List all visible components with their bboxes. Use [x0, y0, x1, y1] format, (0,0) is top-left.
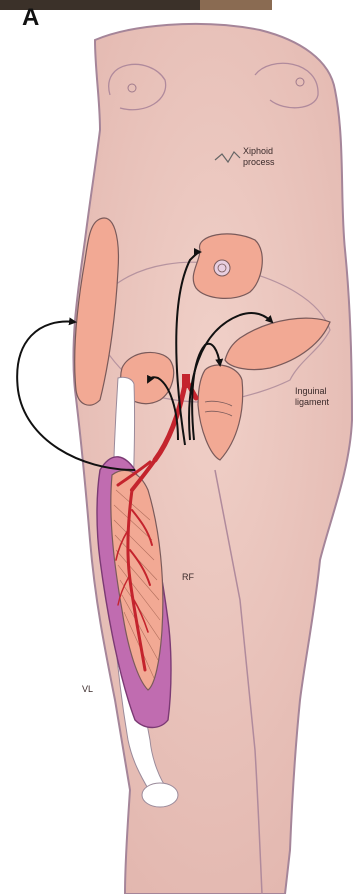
xiphoid-label: Xiphoid process [243, 146, 275, 168]
knee-condyle [142, 783, 178, 807]
rf-label: RF [182, 572, 194, 583]
xiphoid-label-line2: process [243, 157, 275, 168]
inguinal-label-line1: Inguinal [295, 386, 329, 397]
inguinal-label: Inguinal ligament [295, 386, 329, 408]
vessel-clip [182, 374, 190, 388]
vl-label: VL [82, 684, 93, 695]
umbilicus [214, 260, 230, 276]
inguinal-label-line2: ligament [295, 397, 329, 408]
panel-label: A [22, 6, 39, 30]
xiphoid-label-line1: Xiphoid [243, 146, 275, 157]
